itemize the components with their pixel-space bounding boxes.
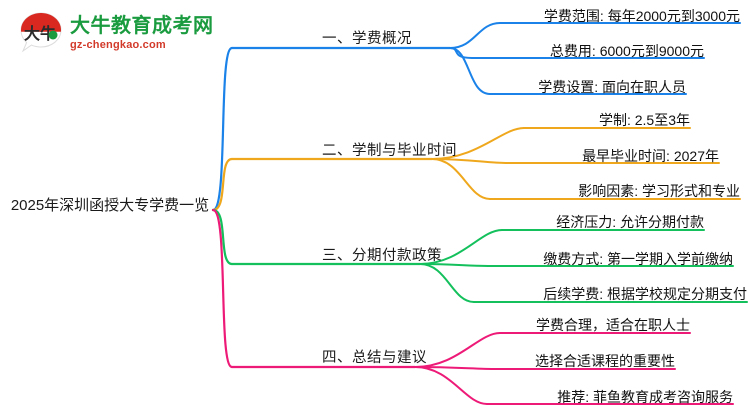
branch-label-2[interactable]: 二、学制与毕业时间 — [322, 143, 457, 159]
root-node[interactable]: 2025年深圳函授大专学费一览 — [10, 197, 210, 214]
leaf-label-4-2[interactable]: 选择合适课程的重要性 — [535, 353, 675, 369]
svg-text:大牛: 大牛 — [24, 24, 56, 43]
connector-path — [211, 157, 234, 212]
connector-path — [211, 46, 234, 212]
logo-name: 大牛教育成考网 — [70, 14, 214, 37]
leaf-label-2-1[interactable]: 学制: 2.5至3年 — [598, 112, 690, 128]
branch-label-3[interactable]: 三、分期付款政策 — [322, 248, 442, 264]
logo-mark-icon: 大牛 — [18, 11, 64, 55]
leaf-label-1-2[interactable]: 总费用: 6000元到9000元 — [549, 43, 704, 59]
leaf-label-4-1[interactable]: 学费合理，适合在职人士 — [536, 317, 690, 333]
branch-label-1[interactable]: 一、学费概况 — [322, 31, 412, 47]
logo-url: gz-chengkao.com — [70, 38, 166, 51]
leaf-label-3-3[interactable]: 后续学费: 根据学校规定分期支付 — [543, 286, 747, 302]
leaf-label-1-3[interactable]: 学费设置: 面向在职人员 — [538, 79, 686, 95]
connector-path — [211, 208, 234, 266]
leaf-label-1-1[interactable]: 学费范围: 每年2000元到3000元 — [543, 8, 740, 24]
leaf-label-3-1[interactable]: 经济压力: 允许分期付款 — [556, 214, 704, 230]
leaf-label-4-3[interactable]: 推荐: 菲鱼教育成考咨询服务 — [557, 389, 733, 405]
site-logo: 大牛 大牛教育成考网 gz-chengkao.com — [18, 8, 213, 58]
logo-text-block: 大牛教育成考网 gz-chengkao.com — [70, 16, 214, 51]
leaf-label-2-3[interactable]: 影响因素: 学习形式和专业 — [578, 183, 740, 199]
leaf-label-3-2[interactable]: 缴费方式: 第一学期入学前缴纳 — [543, 251, 733, 267]
connector-path — [211, 208, 234, 369]
leaf-label-2-2[interactable]: 最早毕业时间: 2027年 — [582, 148, 719, 164]
branch-label-4[interactable]: 四、总结与建议 — [322, 350, 427, 366]
